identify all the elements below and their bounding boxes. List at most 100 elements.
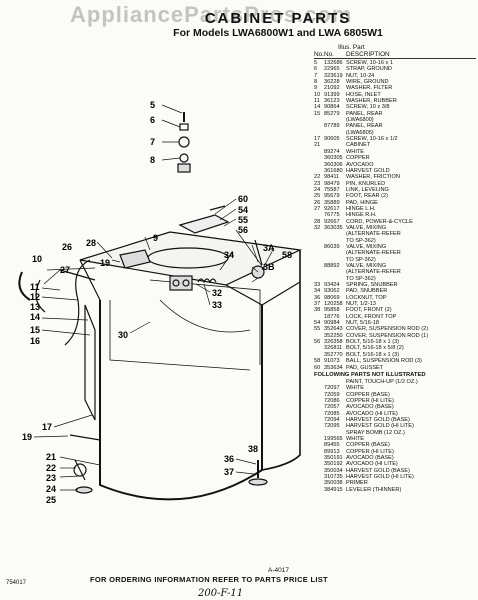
part-number: 18776 — [324, 313, 340, 320]
footer-note: FOR ORDERING INFORMATION REFER TO PARTS … — [90, 575, 328, 584]
part-description: SCREW, 10-16 x 1 — [346, 60, 393, 66]
part-description: WASHER, FILTER — [346, 85, 393, 92]
page-title: CABINET PARTS For Models LWA6800W1 and L… — [108, 10, 448, 39]
part-description: HINGE L.H. — [346, 205, 376, 212]
part-number: 36228 — [324, 79, 340, 86]
part-ref: 14 — [314, 104, 321, 111]
callout-6: 6 — [150, 115, 155, 125]
part-ref: 33 — [314, 282, 321, 289]
part-description: HARVEST GOLD (BASE) — [346, 467, 410, 474]
not-illustrated-heading: FOLLOWING PARTS NOT ILLUSTRATED — [314, 371, 426, 378]
part-description: PANEL, REAR — [346, 110, 383, 117]
callout-38: 38 — [248, 444, 258, 454]
part-description: PAD, HINGE — [346, 199, 378, 206]
callout-32: 32 — [212, 288, 222, 298]
part-number: 72095 — [324, 423, 340, 430]
part-description: WASHER, RUBBER — [346, 98, 397, 105]
part-ref — [314, 487, 324, 493]
part-description: PAD, GUSSET — [346, 364, 384, 371]
part-ref: 24 — [314, 186, 321, 193]
part-number: 199565 — [324, 435, 343, 442]
part-ref: 32 — [314, 224, 321, 231]
part-number: 98479 — [324, 180, 340, 187]
part-ref: 22 — [314, 174, 321, 181]
part-number: 89455 — [324, 442, 340, 449]
part-description: (ALTERNATE-REFER — [346, 250, 401, 257]
part-description: SCREW, 10-16 x 1/2 — [346, 136, 398, 143]
part-number: 326358 — [324, 339, 343, 346]
callout-21: 21 — [46, 452, 56, 462]
part-description: LOCKNUT, TOP — [346, 294, 387, 301]
part-ref: 60 — [314, 364, 321, 371]
part-description: COVER, SUSPENSION ROD (2) — [346, 326, 429, 333]
part-ref: 34 — [314, 288, 321, 295]
part-description: TO SP-362) — [346, 237, 376, 244]
callout-5: 5 — [150, 100, 155, 110]
part-number: 353634 — [324, 364, 343, 371]
part-description: LINK, LEVELING — [346, 186, 389, 193]
part-description: COPPER (HI LITE) — [346, 397, 394, 404]
part-description: NUT, 10-24 — [346, 72, 375, 79]
part-description: PAD, SNUBBER — [346, 288, 388, 295]
part-number: 75587 — [324, 186, 340, 193]
part-description: STRAP, GROUND — [346, 66, 392, 73]
part-number: 87789 — [324, 123, 340, 130]
callout-8: 8 — [150, 155, 155, 165]
callout-13: 13 — [30, 302, 40, 312]
callout-14: 14 — [30, 312, 40, 322]
part-number: 98411 — [324, 174, 340, 181]
part-description: AVOCADO (BASE) — [346, 454, 394, 461]
part-description: HINGE R.H. — [346, 212, 377, 219]
part-description: BOLT, 5/16-18 x 1 (3) — [346, 351, 400, 358]
parts-header: No. No. DESCRIPTION — [314, 51, 476, 59]
part-description: CABINET — [346, 142, 371, 149]
callout-12: 12 — [30, 292, 40, 302]
callout-58: 58 — [282, 250, 292, 260]
part-number: 90864 — [324, 104, 340, 111]
part-number: 72086 — [324, 397, 340, 404]
part-number: 361680 — [324, 167, 343, 174]
part-description: TO SP-362) — [346, 256, 376, 263]
callout-16: 16 — [30, 336, 40, 346]
callout-3b: 3B — [263, 262, 275, 272]
part-number: 360306 — [324, 161, 343, 168]
callout-27: 27 — [60, 265, 70, 275]
part-description: NUT, 1/2-13 — [346, 301, 376, 308]
callout-36: 36 — [224, 454, 234, 464]
part-number: 89274 — [324, 148, 340, 155]
part-number: 90984 — [324, 320, 340, 327]
part-number: 89913 — [324, 448, 340, 455]
callout-60: 60 — [238, 194, 248, 204]
part-number: 352770 — [324, 351, 343, 358]
part-number: 91399 — [324, 91, 340, 98]
part-number: 120258 — [324, 301, 343, 308]
part-description: SPRING, SNUBBER — [346, 282, 398, 289]
part-description: AVOCADO (HI LITE) — [346, 410, 398, 417]
callout-56: 56 — [238, 225, 248, 235]
part-description: PRIMER — [346, 480, 368, 487]
part-description: PANEL, REAR — [346, 123, 383, 130]
callout-28: 28 — [86, 238, 96, 248]
part-number: 326811 — [324, 345, 343, 352]
